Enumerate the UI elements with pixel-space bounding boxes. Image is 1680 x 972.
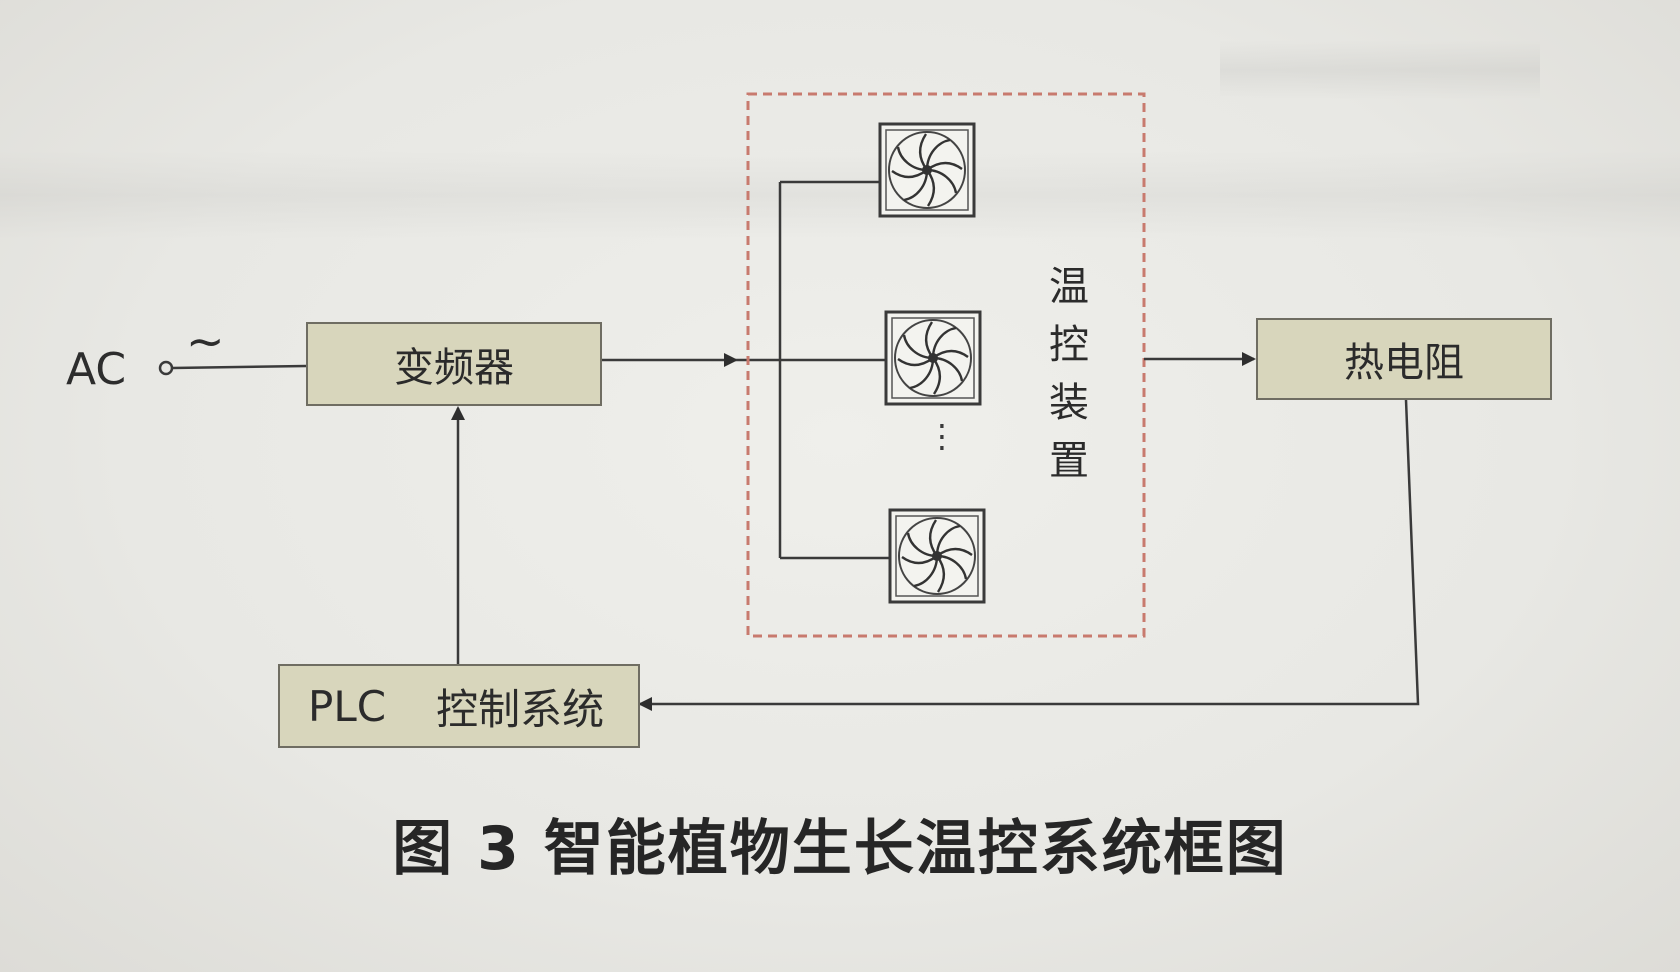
plc-label: 控制系统	[436, 684, 605, 734]
inverter-block: 变频器	[306, 322, 602, 406]
plc-name: PLC	[308, 681, 387, 731]
fan-icon	[884, 310, 982, 406]
ac-wave-symbol: ~	[186, 314, 225, 368]
plc-control-block: PLC 控制系统	[278, 664, 640, 748]
fan-icon	[888, 508, 986, 604]
thermistor-block: 热电阻	[1256, 318, 1552, 400]
fan-ellipsis: ⋮	[926, 417, 958, 455]
temp-control-enclosure	[746, 92, 1146, 638]
ac-label: AC	[66, 344, 127, 395]
fan-icon	[878, 122, 976, 218]
temp-control-label: 温 控 装 置	[1042, 258, 1096, 490]
inverter-label: 变频器	[394, 345, 514, 391]
figure-caption: 图 3 智能植物生长温控系统框图	[392, 814, 1288, 884]
temp-control-char: 温	[1049, 264, 1089, 310]
temp-control-char: 置	[1049, 438, 1089, 484]
arrow-feedback-to-plc	[638, 399, 1420, 711]
paper-bleed-band-top	[1220, 40, 1540, 100]
thermistor-label: 热电阻	[1344, 340, 1464, 386]
temp-control-char: 控	[1049, 322, 1089, 368]
ac-terminal	[158, 360, 174, 376]
temp-control-char: 装	[1049, 380, 1089, 426]
paper-bleed-band	[0, 150, 1680, 240]
